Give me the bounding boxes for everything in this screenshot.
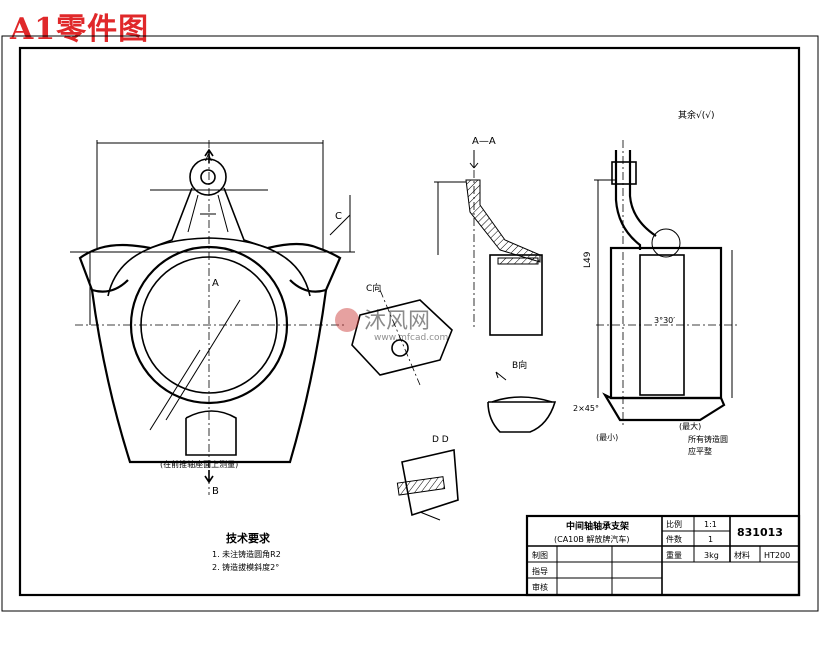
top-boss-inner	[200, 169, 216, 185]
watermark-url: www.mfcad.com	[374, 333, 448, 343]
side-top-block	[611, 161, 637, 185]
view-c-body	[351, 299, 453, 376]
side-detail-circle	[651, 228, 681, 258]
scale-label: 比例	[666, 519, 682, 529]
front-view: A A B C (在前推轴座面上测量)	[70, 140, 355, 497]
weight-label: 重量	[666, 550, 682, 560]
leader-bore	[149, 349, 201, 431]
watermark-name: 沐风网	[364, 309, 430, 334]
section-aa-label: A—A	[472, 136, 496, 147]
qty-label: 件数	[666, 534, 682, 544]
boss-inner-rib	[187, 194, 229, 233]
side-base	[602, 392, 726, 422]
guide-label: 指导	[532, 566, 548, 576]
top-boss-outer	[189, 158, 227, 196]
view-c-hole	[391, 339, 409, 357]
min-label: (最小)	[596, 433, 618, 442]
part-name-line1: 中间轴轴承支架	[566, 520, 629, 532]
section-dd-leader	[419, 511, 441, 521]
tech-req-title: 技术要求	[226, 531, 271, 545]
chamfer-label: 2×45°	[573, 404, 599, 413]
marker-c: C	[335, 211, 342, 222]
section-dd-label: D D	[432, 435, 449, 445]
material-value: HT200	[764, 551, 790, 560]
section-dd-view: D D	[396, 435, 459, 521]
max-label: (最大)	[679, 421, 701, 431]
cast-note-2: 应平整	[688, 446, 712, 456]
tech-requirements: 技术要求 1. 未注铸造圆角R2 2. 铸造拔模斜度2°	[212, 531, 281, 572]
view-b-arrow	[204, 470, 214, 484]
review-label: 审核	[532, 582, 548, 592]
view-b-label: B向	[512, 359, 527, 371]
section-aa-arrow	[469, 150, 479, 169]
outer-border	[1, 35, 819, 612]
view-b-body	[487, 401, 557, 433]
marker-a-top: A	[205, 153, 212, 164]
title-block: 中间轴轴承支架 (CA10B 解放牌汽车) 比例 1:1 件数 1 831013…	[525, 514, 801, 597]
side-view: L49 3°30′ 2×45° (最大) (最小) 所有铸造圆 应平整	[573, 140, 740, 456]
angle-label: 3°30′	[654, 316, 675, 325]
watermark-logo	[335, 308, 359, 332]
section-aa-view: A—A	[434, 136, 543, 336]
view-c-label: C向	[366, 282, 381, 294]
tech-req-item-1: 1. 未注铸造圆角R2	[212, 549, 281, 559]
section-a-arrow	[204, 148, 214, 163]
section-dd-hatch	[396, 476, 446, 496]
scale-value: 1:1	[704, 520, 717, 529]
leader-c	[329, 214, 351, 236]
leader-diagonal	[165, 299, 241, 421]
side-height-label: L49	[583, 251, 593, 268]
title-block-frame	[525, 514, 801, 597]
section-aa-body	[465, 179, 541, 263]
drawing-heading: A1零件图	[10, 12, 150, 47]
material-label: 材料	[734, 550, 750, 560]
left-wing	[78, 243, 151, 293]
weight-value: 3kg	[704, 551, 719, 560]
view-c-center	[379, 289, 421, 386]
drawn-label: 制图	[532, 550, 548, 560]
section-aa-bearing	[489, 254, 543, 336]
view-c: C向	[351, 282, 453, 386]
watermark: 沐风网 www.mfcad.com	[335, 308, 448, 343]
tech-req-item-2: 2. 铸造拔模斜度2°	[212, 562, 279, 572]
qty-value: 1	[708, 535, 713, 544]
view-b-top	[491, 396, 553, 403]
marker-b: B	[212, 486, 219, 497]
inner-frame	[18, 46, 801, 597]
marker-a-center: A	[212, 278, 219, 289]
section-dd-body	[401, 449, 459, 517]
view-b-arrow	[495, 371, 507, 381]
drawing-number: 831013	[737, 526, 783, 539]
view-b: B向	[487, 359, 557, 433]
section-aa-flange	[497, 257, 539, 265]
right-wing	[267, 242, 342, 293]
surface-note: 其余√(√)	[678, 109, 715, 121]
bottom-slot	[185, 410, 237, 456]
cast-note-1: 所有铸造圆	[688, 434, 728, 444]
part-name-line2: (CA10B 解放牌汽车)	[554, 534, 630, 544]
housing-outline	[90, 289, 328, 464]
bottom-caption: (在前推轴座面上测量)	[160, 459, 238, 469]
